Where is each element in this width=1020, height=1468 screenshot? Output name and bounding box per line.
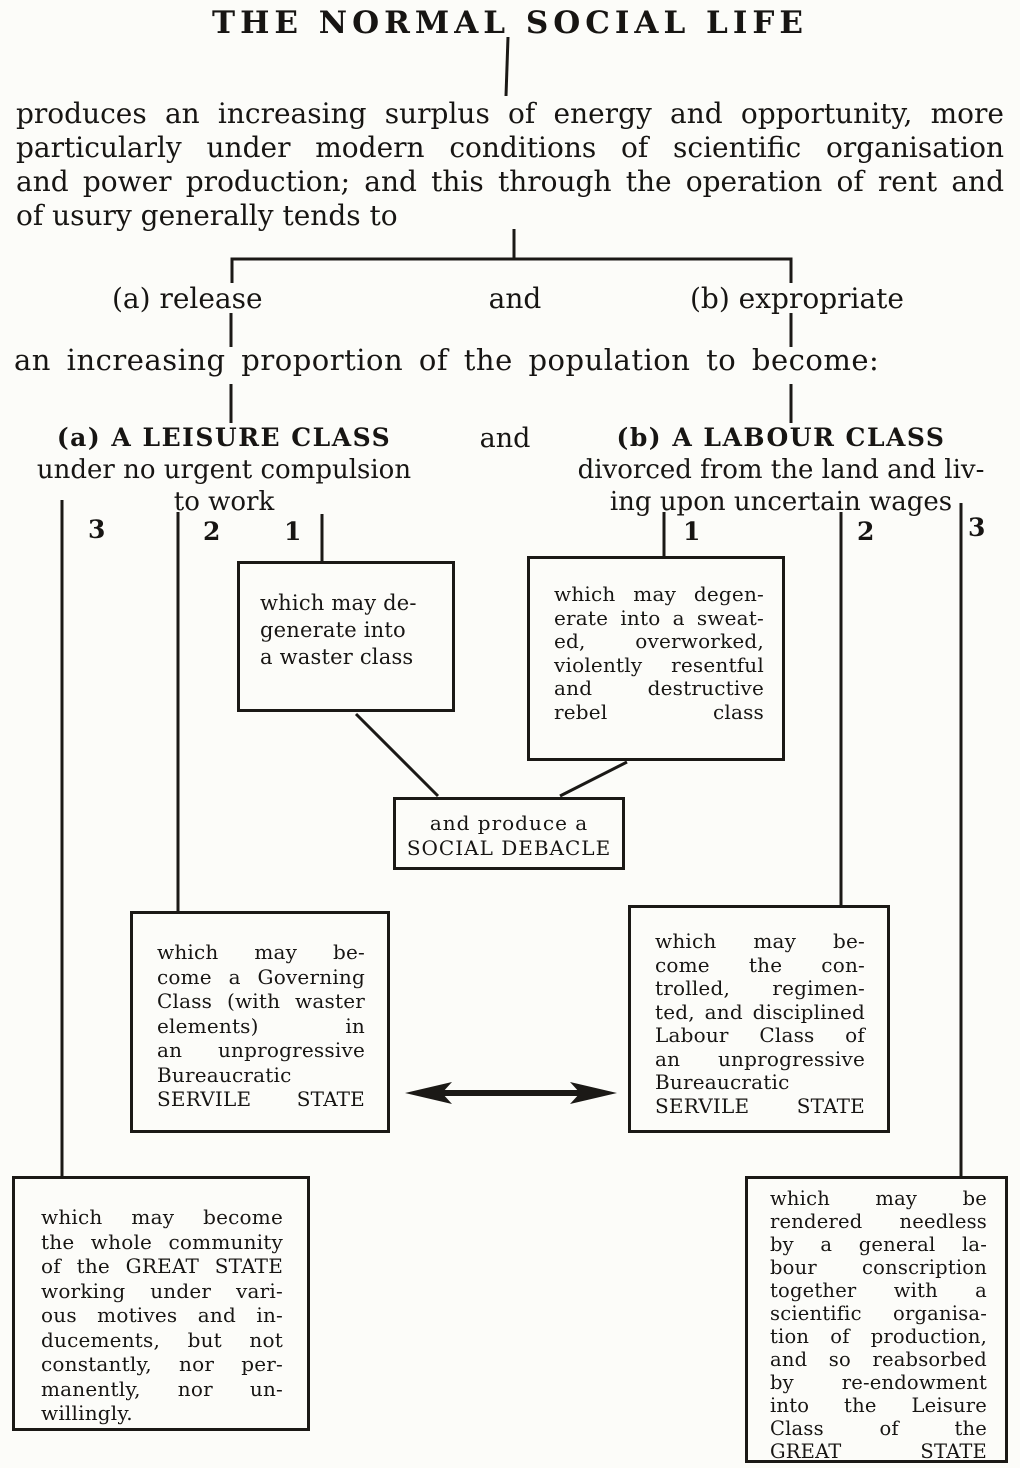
text-line: which may be- — [655, 929, 865, 953]
labour-class-line-2: ing upon uncertain wages — [609, 487, 953, 517]
text-line: Class of the — [770, 1417, 987, 1440]
text-line: constantly, nor per- — [41, 1352, 283, 1376]
text-line: Bureaucratic — [655, 1070, 790, 1094]
text-line: and destructive — [554, 676, 764, 700]
branch-number-right-2: 2 — [857, 517, 875, 546]
text-line: trolled, regimen- — [655, 976, 865, 1000]
double-arrow-icon — [405, 1082, 617, 1104]
text-line: of usury generally tends to — [16, 199, 398, 232]
title-connector — [504, 36, 510, 97]
text-line: and produce a — [429, 811, 589, 835]
text-line: rendered needless — [770, 1210, 987, 1233]
text-line: SERVILE STATE — [157, 1087, 365, 1111]
branch-number-left-3: 3 — [88, 515, 106, 544]
leisure-class-heading: (a) A LEISURE CLASS — [56, 423, 392, 452]
text-line: ducements, but not — [41, 1327, 283, 1352]
split-conjunction-label: and — [488, 282, 542, 315]
text-line: by re-endowment — [770, 1371, 987, 1394]
text-line: which may degen- — [554, 582, 764, 606]
labour-class-block: (b) A LABOUR CLASS divorced from the lan… — [552, 422, 1010, 518]
text-line: SERVILE STATE — [655, 1093, 865, 1118]
text-line: the whole community — [41, 1229, 283, 1254]
text-line: particularly under modern conditions of … — [16, 131, 1004, 164]
text-line: which may become — [41, 1205, 283, 1229]
text-line: rebel class — [554, 699, 764, 724]
population-become-text: an increasing proportion of the populati… — [14, 343, 880, 377]
branch-number-left-1: 1 — [284, 517, 302, 546]
text-line: which may be — [770, 1187, 987, 1210]
leisure-class-line-2: to work — [173, 487, 275, 517]
class-conjunction-label: and — [479, 423, 531, 454]
branch-number-right-3: 3 — [968, 513, 986, 542]
text-line: which may de- — [260, 591, 417, 615]
branch-number-right-1: 1 — [683, 517, 701, 546]
labour-class-line-1: divorced from the land and liv- — [577, 455, 985, 485]
box-rebel-text: which may degen-erate into a sweat-ed, o… — [530, 559, 782, 724]
text-line: come a Governing — [157, 964, 365, 989]
branch-a-release-label: (a) release — [112, 282, 263, 315]
text-line: an unprogressive — [157, 1038, 365, 1062]
text-line: and power production; and this through t… — [16, 165, 1004, 198]
text-line: Class (with waster — [157, 989, 365, 1013]
branch-b-expropriate-label: (b) expropriate — [690, 282, 904, 315]
text-line: erate into a sweat- — [554, 605, 764, 630]
text-line: ed, overworked, — [554, 629, 764, 653]
text-line: willingly. — [41, 1401, 133, 1425]
text-line: ous motives and in- — [41, 1303, 283, 1327]
box-servile-state-labour: which may be-come the con-trolled, regim… — [628, 905, 890, 1133]
text-line: manently, nor un- — [41, 1376, 283, 1401]
text-line: ted, and disciplined — [655, 999, 865, 1024]
text-line: together with a — [770, 1279, 987, 1302]
text-line: Labour Class of — [655, 1023, 865, 1047]
text-line: by a general la- — [770, 1233, 987, 1256]
text-line: which may be- — [157, 940, 365, 964]
box-waster-class: which may de-generate into a waster class — [237, 561, 455, 712]
text-line: tion of production, — [770, 1325, 987, 1348]
text-line: scientific organisa- — [770, 1302, 987, 1325]
text-line: generate into — [260, 618, 406, 642]
text-line: produces an increasing surplus of energy… — [16, 97, 1004, 130]
text-line: GREAT STATE — [770, 1440, 987, 1463]
leisure-class-block: (a) A LEISURE CLASS under no urgent comp… — [6, 422, 442, 518]
text-line: Bureaucratic — [157, 1062, 292, 1087]
branch-number-left-2: 2 — [203, 517, 221, 546]
box-servile-state-labour-text: which may be-come the con-trolled, regim… — [631, 908, 887, 1118]
box-rebel-class: which may degen-erate into a sweat-ed, o… — [527, 556, 785, 761]
text-line: elements) in — [157, 1013, 365, 1038]
leisure-class-line-1: under no urgent compulsion — [36, 455, 412, 485]
waster-to-debacle-connector — [354, 712, 440, 798]
text-line: into the Leisure — [770, 1394, 987, 1417]
text-line: come the con- — [655, 952, 865, 977]
text-line: of the GREAT STATE — [41, 1254, 283, 1278]
text-line: working under vari- — [41, 1278, 283, 1303]
split-bracket — [230, 257, 793, 283]
text-line: bour conscription — [770, 1256, 987, 1279]
text-line: violently resentful — [554, 652, 764, 677]
diagram-title: THE NORMAL SOCIAL LIFE — [212, 5, 808, 41]
rebel-to-debacle-connector — [559, 760, 628, 798]
text-line: SOCIAL DEBACLE — [406, 836, 612, 860]
intro-paragraph: produces an increasing surplus of energy… — [16, 97, 1004, 233]
text-line: an unprogressive — [655, 1046, 865, 1071]
text-line: a waster class — [260, 645, 414, 669]
labour-class-heading: (b) A LABOUR CLASS — [616, 423, 946, 452]
box-waster-text: which may de-generate into a waster class — [240, 564, 452, 671]
text-line: and so reabsorbed — [770, 1348, 987, 1371]
